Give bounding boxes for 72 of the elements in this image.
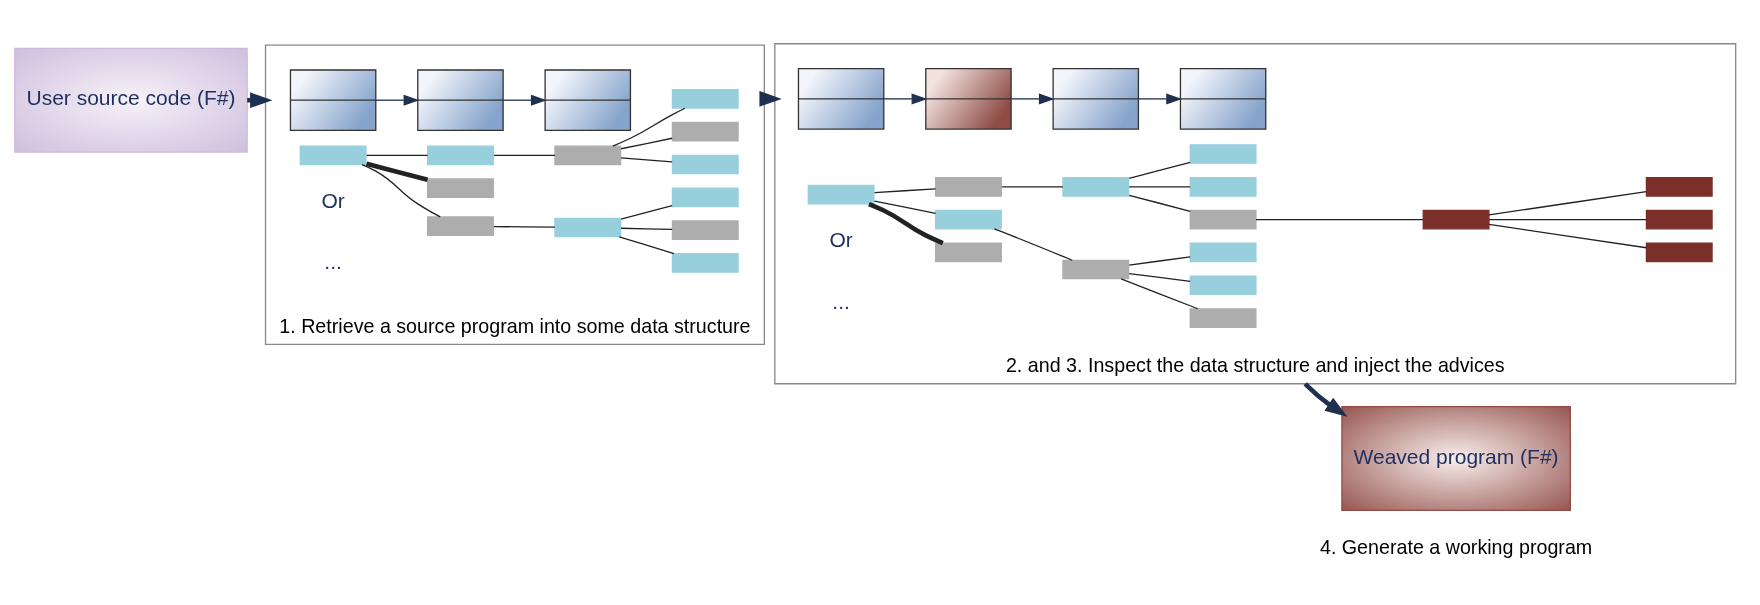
node-bar [1061,259,1129,279]
connector [1487,223,1647,248]
arrow [758,90,782,107]
node-bar [1422,209,1490,229]
node-bar [1645,176,1713,197]
node-bar [1189,307,1257,328]
node-bar [426,177,494,198]
connector [1128,255,1191,266]
connector [873,187,936,193]
node-bar [1189,274,1257,295]
node-bar [426,215,494,236]
connector [492,154,556,156]
node-bar [1189,176,1257,197]
label: ... [323,249,342,273]
node-bar [671,121,739,142]
connector [1487,190,1647,216]
connector [619,204,673,220]
node-bar [426,145,494,165]
connector [1128,161,1191,179]
node-box: Weaved program (F#) [1340,405,1571,511]
node-label: 2. and 3. Inspect the data structure and inject the advices [1005,353,1505,376]
label: Or [828,227,853,251]
label: Or [320,188,345,212]
node-bar [934,242,1002,262]
node-bar [1189,143,1257,164]
node-bar [553,217,621,237]
node-bar [671,88,739,109]
connector [365,161,428,182]
node-label: 4. Generate a working program [1319,535,1592,558]
cluster [264,43,765,345]
label: ... [831,289,850,313]
connector [1119,277,1198,309]
connector [1000,185,1064,187]
node-bar [934,209,1002,229]
connector [365,154,428,156]
connector [873,199,936,214]
node-bar [671,219,739,240]
node-bar [1189,209,1257,229]
node-bar [671,252,739,273]
connector [1128,194,1191,212]
connector [1487,218,1647,220]
node-bar [934,176,1002,197]
node-label: 1. Retrieve a source program into some data structure [278,314,751,337]
arrow [1137,92,1182,104]
arrow [1303,381,1347,417]
connector [619,227,673,230]
node-bar [1189,242,1257,262]
connector [618,235,675,254]
node-box: User source code (F#) [13,47,248,153]
cluster [773,42,1736,384]
connector [619,137,673,149]
connector [867,201,944,245]
connector [619,156,673,163]
node-bar [1645,242,1713,262]
node-bar [1645,209,1713,229]
connector [611,107,686,147]
arrow [374,94,419,106]
connector [1128,185,1191,187]
connector [1254,218,1424,220]
connector [360,163,441,217]
node-bar [671,154,739,174]
arrow [882,92,927,104]
arrow [502,94,547,106]
node-bar [671,187,739,207]
node-bar [299,145,367,165]
node-bar [807,184,875,205]
node-bar [1061,176,1129,197]
connector [492,225,556,228]
arrow [1010,92,1055,104]
connector [1128,272,1191,282]
connector [993,227,1073,261]
node-bar [553,145,621,165]
